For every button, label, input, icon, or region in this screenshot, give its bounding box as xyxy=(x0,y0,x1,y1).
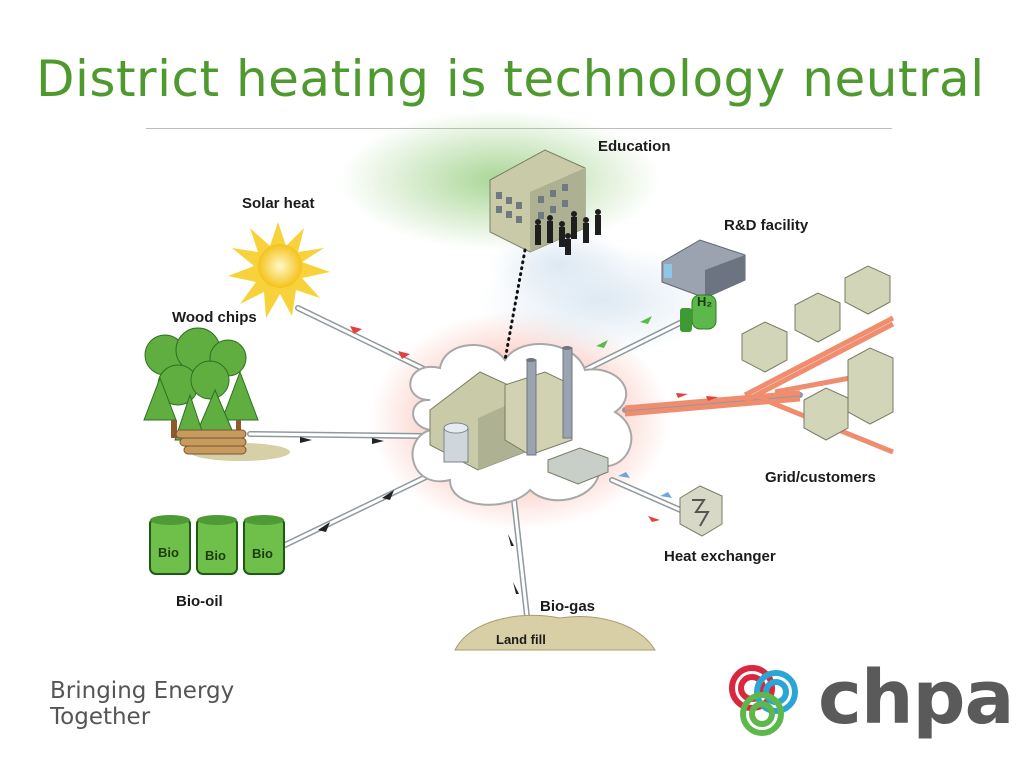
label-wood-chips: Wood chips xyxy=(172,309,257,326)
power-plant-icon xyxy=(429,346,609,485)
label-bio-gas: Bio-gas xyxy=(540,598,595,615)
arrow-red xyxy=(398,351,410,359)
tagline: Bringing Energy Together xyxy=(50,678,234,730)
arrow-black xyxy=(513,582,519,594)
arrow-red xyxy=(706,396,718,401)
sun-icon xyxy=(228,222,330,318)
label-land-fill: Land fill xyxy=(496,632,546,647)
label-bio-oil: Bio-oil xyxy=(176,593,223,610)
barrel-label: Bio xyxy=(252,546,273,561)
land-fill-mound-icon xyxy=(454,614,656,651)
arrow-green xyxy=(596,340,608,348)
heat-exchanger-icon xyxy=(679,485,723,537)
tagline-line-1: Bringing Energy xyxy=(50,678,235,704)
tagline-line-2: Together xyxy=(50,704,151,730)
label-rd-facility: R&D facility xyxy=(724,217,809,234)
label-grid-customers: Grid/customers xyxy=(765,469,876,486)
arrow-black xyxy=(300,437,312,443)
chpa-logo-icon xyxy=(729,665,798,736)
arrow-blue xyxy=(618,472,630,478)
barrel-label: Bio xyxy=(205,548,226,563)
arrow-black xyxy=(508,534,514,546)
slide-title: District heating is technology neutral xyxy=(36,50,985,108)
label-heat-exchanger: Heat exchanger xyxy=(664,548,776,565)
arrow-black xyxy=(382,490,394,500)
arrow-blue xyxy=(660,492,672,498)
students-silhouettes-icon xyxy=(535,209,601,255)
arrow-red xyxy=(648,516,660,522)
label-solar-heat: Solar heat xyxy=(242,195,315,212)
rd-facility-icon xyxy=(661,239,746,332)
flow-arrows xyxy=(300,316,718,594)
label-education: Education xyxy=(598,138,671,155)
grid-houses-icon xyxy=(741,265,894,441)
barrel-label: Bio xyxy=(158,545,179,560)
arrow-black xyxy=(318,522,330,532)
bio-oil-barrels-icon xyxy=(149,515,285,575)
arrow-red xyxy=(676,393,688,398)
education-link-dotted xyxy=(503,248,527,362)
pipe-inner xyxy=(248,306,692,627)
arrow-black xyxy=(372,438,384,444)
arrow-red xyxy=(350,326,362,334)
forest-icon xyxy=(143,327,290,461)
chpa-logo-text: chpa xyxy=(818,655,1014,741)
arrow-green xyxy=(640,316,652,324)
hydrogen-label: H₂ xyxy=(697,294,712,309)
